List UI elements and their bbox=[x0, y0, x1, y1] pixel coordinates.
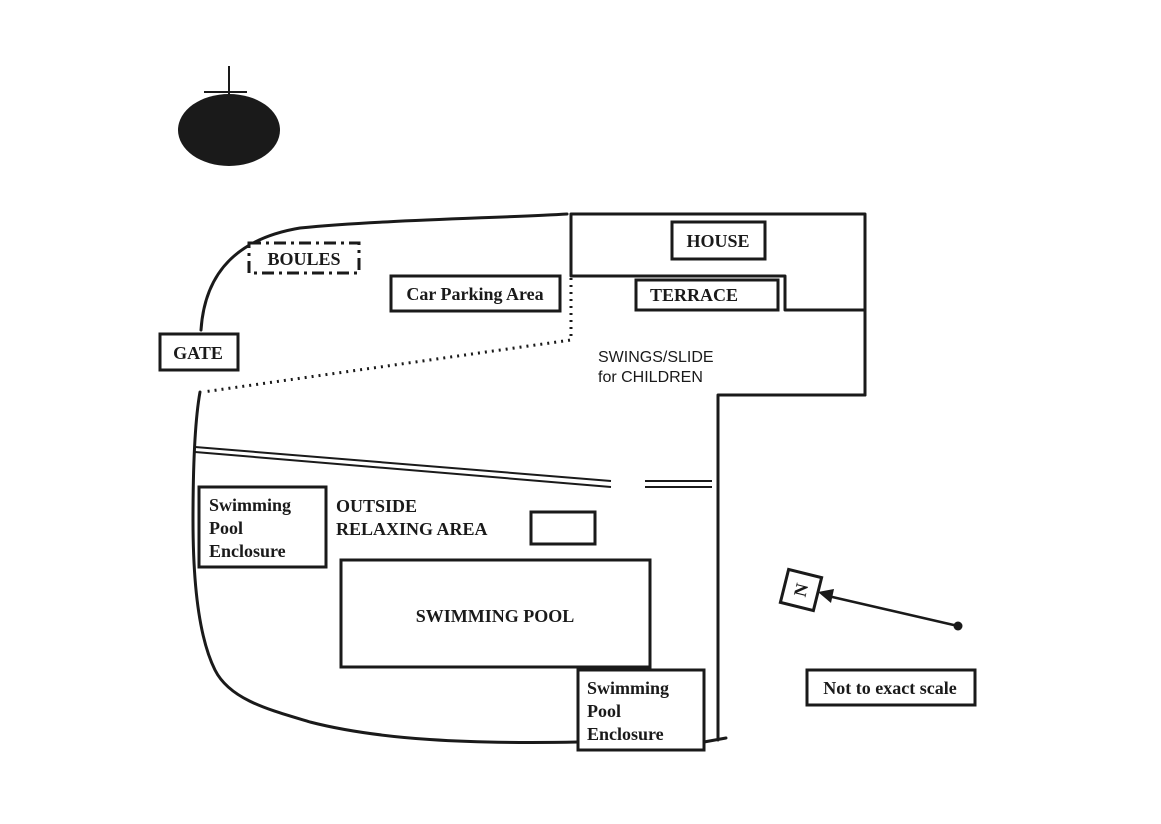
house-label: HOUSE bbox=[686, 231, 749, 251]
pool-enclosure-left-line3: Enclosure bbox=[209, 541, 286, 561]
swings-label-line1: SWINGS/SLIDE bbox=[598, 349, 714, 366]
scale-note-box: Not to exact scale bbox=[805, 668, 977, 707]
pool-enclosure-left-line1: Swimming bbox=[209, 495, 291, 515]
swimming-pool-label: SWIMMING POOL bbox=[416, 606, 575, 626]
compass-rose-icon bbox=[178, 66, 280, 166]
terrace-label: TERRACE bbox=[650, 285, 738, 305]
pool-enclosure-bottom-box: Swimming Pool Enclosure bbox=[576, 668, 706, 752]
car-parking-label: Car Parking Area bbox=[406, 284, 543, 304]
outside-label-line2: RELAXING AREA bbox=[336, 519, 488, 539]
pool-enclosure-left-line2: Pool bbox=[209, 518, 243, 538]
car-parking-boundary bbox=[202, 278, 573, 394]
gate-label: GATE bbox=[173, 343, 223, 363]
north-label: N bbox=[790, 581, 813, 598]
outside-label-line1: OUTSIDE bbox=[336, 496, 417, 516]
property-boundary bbox=[191, 212, 580, 744]
pool-enclosure-bottom-line3: Enclosure bbox=[587, 724, 664, 744]
terrace-label-box: TERRACE bbox=[634, 278, 780, 312]
scale-note-label: Not to exact scale bbox=[823, 678, 956, 698]
pool-enclosure-bottom-line1: Swimming bbox=[587, 678, 669, 698]
boules-label-box: BOULES bbox=[247, 241, 361, 275]
gate-label-box: GATE bbox=[158, 332, 240, 372]
house-label-box: HOUSE bbox=[670, 220, 767, 261]
pool-enclosure-bottom-line2: Pool bbox=[587, 701, 621, 721]
path-lines bbox=[194, 446, 712, 488]
swings-label-line2: for CHILDREN bbox=[598, 369, 703, 386]
pool-enclosure-left-box: Swimming Pool Enclosure bbox=[197, 485, 328, 569]
boules-label: BOULES bbox=[267, 249, 340, 269]
north-arrow-icon: N bbox=[778, 567, 963, 631]
relaxing-area-structure bbox=[529, 510, 597, 546]
house-building bbox=[569, 212, 867, 397]
right-boundary bbox=[702, 393, 867, 744]
swimming-pool-box: SWIMMING POOL bbox=[339, 558, 652, 669]
car-parking-label-box: Car Parking Area bbox=[389, 274, 562, 313]
